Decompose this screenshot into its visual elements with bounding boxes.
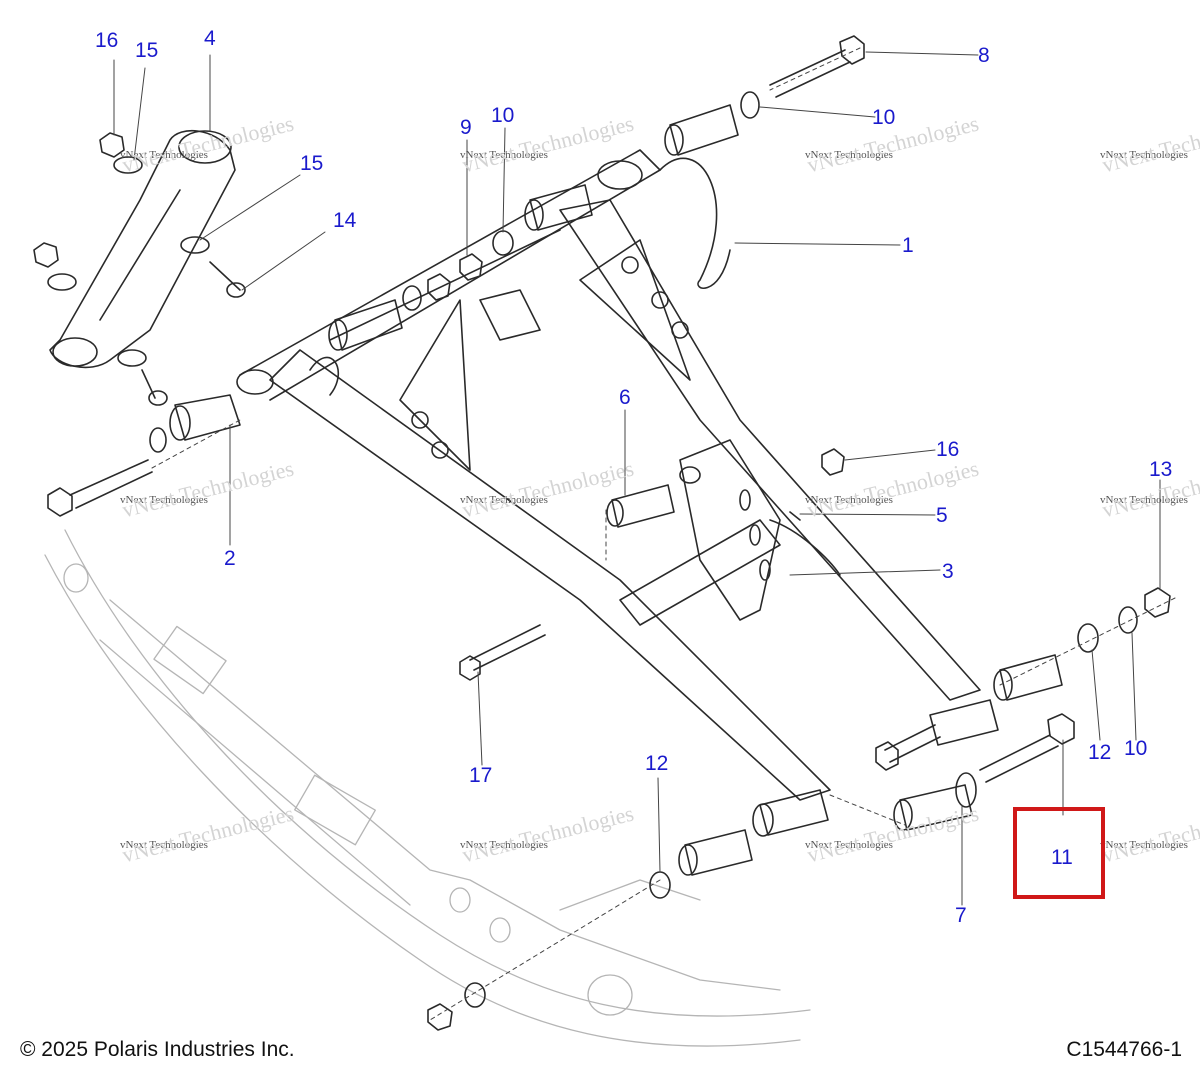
- callout-14[interactable]: 14: [333, 209, 357, 232]
- callout-7[interactable]: 7: [955, 904, 967, 927]
- upper-link-arm: [49, 129, 236, 369]
- callout-16[interactable]: 16: [936, 438, 960, 461]
- hardware-left-cluster: [33, 132, 246, 406]
- callout-11-highlight-box: [1013, 807, 1105, 899]
- callout-10[interactable]: 10: [872, 106, 896, 129]
- leader-lines: [113, 51, 1161, 906]
- callout-3[interactable]: 3: [942, 560, 954, 583]
- callout-4[interactable]: 4: [204, 27, 216, 50]
- callout-16[interactable]: 16: [95, 29, 119, 52]
- callout-5[interactable]: 5: [936, 504, 948, 527]
- callout-15[interactable]: 15: [300, 152, 324, 175]
- rail-slide-outline: [44, 529, 811, 1047]
- callout-11-highlighted[interactable]: 11: [1051, 846, 1073, 869]
- callout-9[interactable]: 9: [460, 116, 472, 139]
- callout-12[interactable]: 12: [1088, 741, 1112, 764]
- callout-1[interactable]: 1: [902, 234, 914, 257]
- assembly-dash-lines: [151, 47, 1176, 1021]
- callout-17[interactable]: 17: [469, 764, 493, 787]
- callout-10[interactable]: 10: [1124, 737, 1148, 760]
- callout-8[interactable]: 8: [978, 44, 990, 67]
- copyright-text: © 2025 Polaris Industries Inc.: [20, 1038, 295, 1061]
- shock-mount-plate: [619, 439, 841, 626]
- callout-13[interactable]: 13: [1149, 458, 1173, 481]
- callout-12[interactable]: 12: [645, 752, 669, 775]
- swing-arm-frame: [236, 149, 981, 801]
- bushings: [169, 104, 1063, 876]
- callout-2[interactable]: 2: [224, 547, 236, 570]
- callout-10[interactable]: 10: [491, 104, 515, 127]
- figure-id: C1544766-1: [1066, 1038, 1182, 1061]
- callout-6[interactable]: 6: [619, 386, 631, 409]
- callout-15[interactable]: 15: [135, 39, 159, 62]
